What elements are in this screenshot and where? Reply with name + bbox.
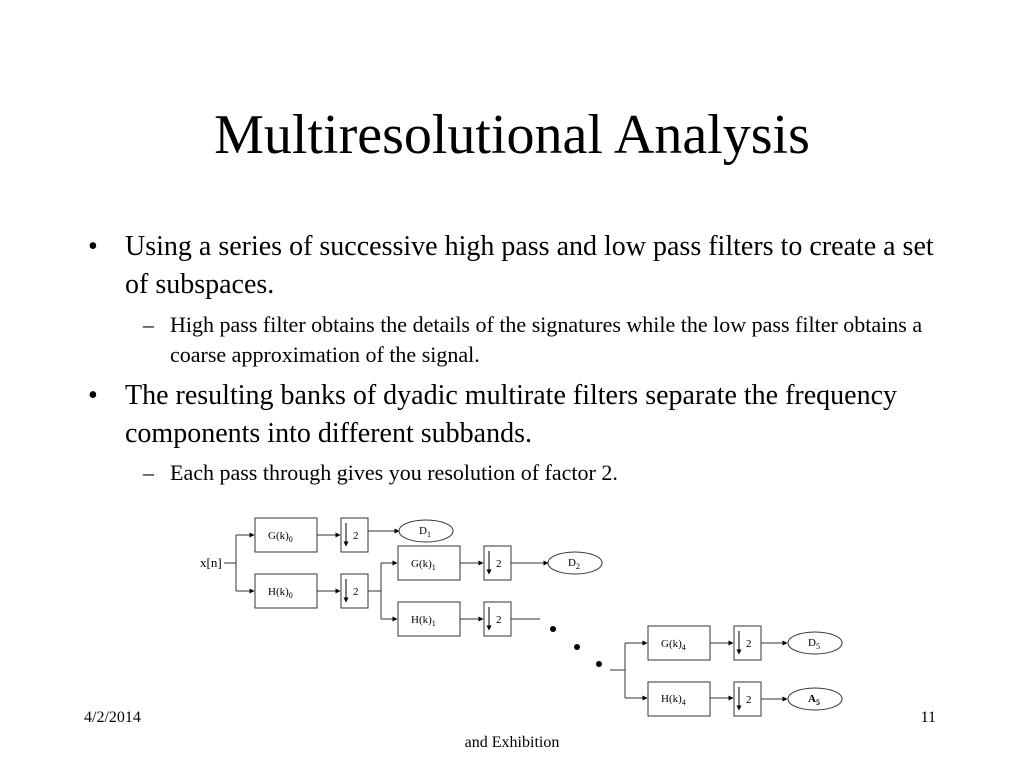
highpass-label-4: G(k)4	[661, 638, 686, 652]
downsample-label: 2	[746, 694, 752, 706]
slide-title: Multiresolutional Analysis	[214, 104, 810, 166]
input-label: x[n]	[200, 555, 222, 570]
footer-center: and Exhibition	[464, 734, 560, 751]
bullet-marker: •	[88, 231, 98, 262]
downsample-label: 2	[353, 586, 359, 598]
approx-label-5: A5	[808, 693, 820, 707]
downsample-label: 2	[746, 638, 752, 650]
highpass-label-1: G(k)1	[411, 558, 436, 572]
continuation-dot	[574, 644, 580, 650]
sub-bullet-1-text: High pass filter obtains the details of …	[170, 312, 923, 367]
bullet-2-text: The resulting banks of dyadic multirate …	[125, 380, 898, 449]
highpass-label-0: G(k)0	[268, 530, 293, 544]
detail-label-1: D1	[419, 525, 431, 539]
footer-date: 4/2/2014	[84, 709, 141, 726]
continuation-dot	[596, 661, 602, 667]
downsample-label: 2	[496, 558, 502, 570]
sub-bullet-1: – High pass filter obtains the details o…	[143, 310, 940, 370]
footer-page-number: 11	[920, 709, 936, 726]
downsample-label: 2	[496, 614, 502, 626]
detail-label-2: D2	[568, 557, 580, 571]
lowpass-label-1: H(k)1	[411, 614, 436, 628]
downsample-label: 2	[353, 530, 359, 542]
lowpass-label-0: H(k)0	[268, 586, 293, 600]
bullet-1-text: Using a series of successive high pass a…	[125, 231, 934, 300]
bullet-marker: •	[88, 380, 98, 411]
bullet-2: • The resulting banks of dyadic multirat…	[88, 377, 945, 453]
dash-marker: –	[143, 312, 154, 337]
bullet-1: • Using a series of successive high pass…	[88, 228, 945, 304]
sub-bullet-2-text: Each pass through gives you resolution o…	[170, 460, 618, 485]
dash-marker: –	[143, 460, 154, 485]
lowpass-label-4: H(k)4	[661, 693, 686, 707]
detail-label-5: D5	[808, 637, 820, 651]
sub-bullet-2: – Each pass through gives you resolution…	[143, 458, 940, 488]
continuation-dot	[550, 626, 556, 632]
